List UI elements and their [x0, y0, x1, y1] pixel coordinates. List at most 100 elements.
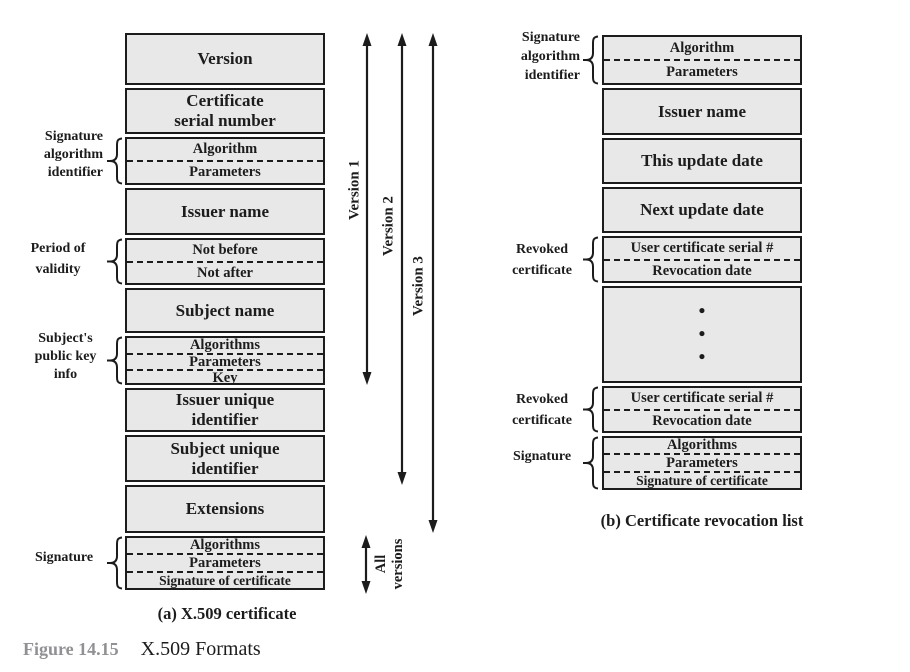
brace-validity: [107, 238, 123, 285]
box-cert-serial-line1: Certificate: [186, 91, 264, 110]
label-subjects-public-key-info: Subject's public key info: [18, 330, 113, 384]
box-this-update-label: This update date: [641, 151, 763, 170]
box-version: Version: [125, 33, 325, 85]
box-issuer-unique-identifier: Issuer unique identifier: [125, 388, 325, 432]
figure-caption: Figure 14.15 X.509 Formats: [23, 638, 261, 661]
label-line: certificate: [512, 263, 572, 278]
row-algorithm: Algorithm: [669, 39, 735, 56]
box-revoked-certificate-1: User certificate serial # Revocation dat…: [602, 236, 802, 283]
label-version-3: Version 3: [410, 256, 427, 316]
row-algorithms: Algorithms: [189, 337, 261, 353]
row-algorithms: Algorithms: [189, 537, 261, 554]
row-algorithm: Algorithm: [192, 141, 258, 158]
box-cert-serial-line2: serial number: [174, 111, 276, 130]
label-line: Revoked: [515, 242, 569, 257]
label-line: certificate: [512, 413, 572, 428]
label-signature-algorithm-identifier: Signature algorithm identifier: [10, 128, 103, 182]
row-parameters: Parameters: [604, 453, 800, 470]
ellipsis-dot: •: [698, 301, 706, 322]
box-subject-unique-identifier: Subject unique identifier: [125, 435, 325, 482]
label-line: Signature: [512, 449, 572, 464]
box-crl-issuer-name-label: Issuer name: [658, 101, 746, 121]
box-subject-unique-line1: Subject unique: [170, 438, 280, 458]
label-version-1: Version 1: [346, 160, 363, 220]
box-issuer-name: Issuer name: [125, 188, 325, 235]
brace-signature-a: [107, 536, 123, 590]
brace-public-key-info: [107, 336, 123, 385]
label-signature: Signature: [14, 549, 114, 567]
label-line: Subject's: [38, 331, 93, 346]
box-subject-public-key-info: Algorithms Parameters Key: [125, 336, 325, 385]
label-line: algorithm: [43, 147, 103, 162]
box-issuer-name-label: Issuer name: [181, 201, 269, 221]
box-validity-period: Not before Not after: [125, 238, 325, 285]
label-crl-signature: Signature: [492, 448, 592, 466]
label-revoked-certificate-2: Revoked certificate: [492, 389, 592, 431]
box-next-update-date: Next update date: [602, 187, 802, 233]
brace-revoked-1: [583, 236, 599, 283]
row-parameters: Parameters: [127, 352, 323, 370]
label-version-2: Version 2: [380, 196, 397, 256]
row-algorithms: Algorithms: [666, 437, 738, 454]
box-crl-signature-algorithm: Algorithm Parameters: [602, 35, 802, 85]
box-ellipsis: • • •: [602, 286, 802, 383]
label-line: Signature: [521, 30, 580, 45]
box-issuer-unique-line2: identifier: [191, 410, 259, 429]
box-signature: Algorithms Parameters Signature of certi…: [125, 536, 325, 590]
label-period-of-validity: Period of validity: [12, 238, 104, 280]
row-not-after: Not after: [127, 260, 323, 284]
ellipsis-dot: •: [698, 324, 706, 345]
row-parameters: Parameters: [604, 59, 800, 83]
version-1-arrow: [362, 33, 372, 385]
label-line: Revoked: [515, 392, 569, 407]
row-revocation-date: Revocation date: [604, 408, 800, 432]
caption-a: (a) X.509 certificate: [157, 604, 297, 623]
row-signature-of-certificate: Signature of certificate: [127, 570, 323, 588]
box-subject-unique-line2: identifier: [191, 458, 259, 478]
label-line: All: [373, 554, 389, 574]
label-line: Period of: [30, 241, 86, 256]
label-line: Signature: [34, 550, 94, 565]
version-2-arrow: [397, 33, 407, 485]
label-revoked-certificate-1: Revoked certificate: [492, 239, 592, 281]
label-crl-signature-algorithm-identifier: Signature algorithm identifier: [488, 28, 580, 85]
row-not-before: Not before: [192, 242, 258, 258]
box-crl-signature: Algorithms Parameters Signature of certi…: [602, 436, 802, 490]
row-user-certificate-serial: User certificate serial #: [630, 240, 774, 256]
figure-title: X.509 Formats: [140, 638, 261, 660]
box-subject-name-label: Subject name: [175, 300, 275, 320]
label-line: algorithm: [520, 49, 580, 64]
row-key: Key: [127, 369, 323, 386]
box-extensions: Extensions: [125, 485, 325, 533]
box-issuer-unique-line1: Issuer unique: [175, 390, 275, 409]
box-signature-algorithm: Algorithm Parameters: [125, 137, 325, 185]
row-parameters: Parameters: [127, 553, 323, 570]
box-crl-issuer-name: Issuer name: [602, 88, 802, 135]
version-span-arrows: [361, 33, 438, 594]
brace-revoked-2: [583, 386, 599, 433]
version-3-arrow: [428, 33, 438, 533]
row-revocation-date: Revocation date: [604, 258, 800, 282]
label-line: info: [53, 367, 78, 382]
caption-b: (b) Certificate revocation list: [600, 511, 804, 530]
figure-number: Figure 14.15: [23, 639, 119, 659]
label-line: Signature: [44, 129, 103, 144]
label-line: public key: [34, 349, 97, 364]
row-parameters: Parameters: [127, 160, 323, 183]
brace-signature-b: [583, 436, 599, 490]
box-next-update-label: Next update date: [640, 200, 764, 219]
row-signature-of-certificate: Signature of certificate: [604, 470, 800, 488]
brace-sig-alg-a: [107, 137, 123, 185]
box-version-label: Version: [197, 49, 253, 68]
box-extensions-label: Extensions: [185, 499, 265, 518]
row-user-certificate-serial: User certificate serial #: [630, 390, 774, 406]
label-line: versions: [390, 538, 406, 590]
ellipsis-dot: •: [698, 347, 706, 368]
brace-sig-alg-b: [583, 35, 599, 85]
label-all-versions: All versions: [373, 539, 407, 590]
label-line: validity: [35, 262, 81, 277]
label-line: identifier: [524, 68, 580, 83]
all-versions-arrow: [361, 535, 371, 594]
box-revoked-certificate-2: User certificate serial # Revocation dat…: [602, 386, 802, 433]
